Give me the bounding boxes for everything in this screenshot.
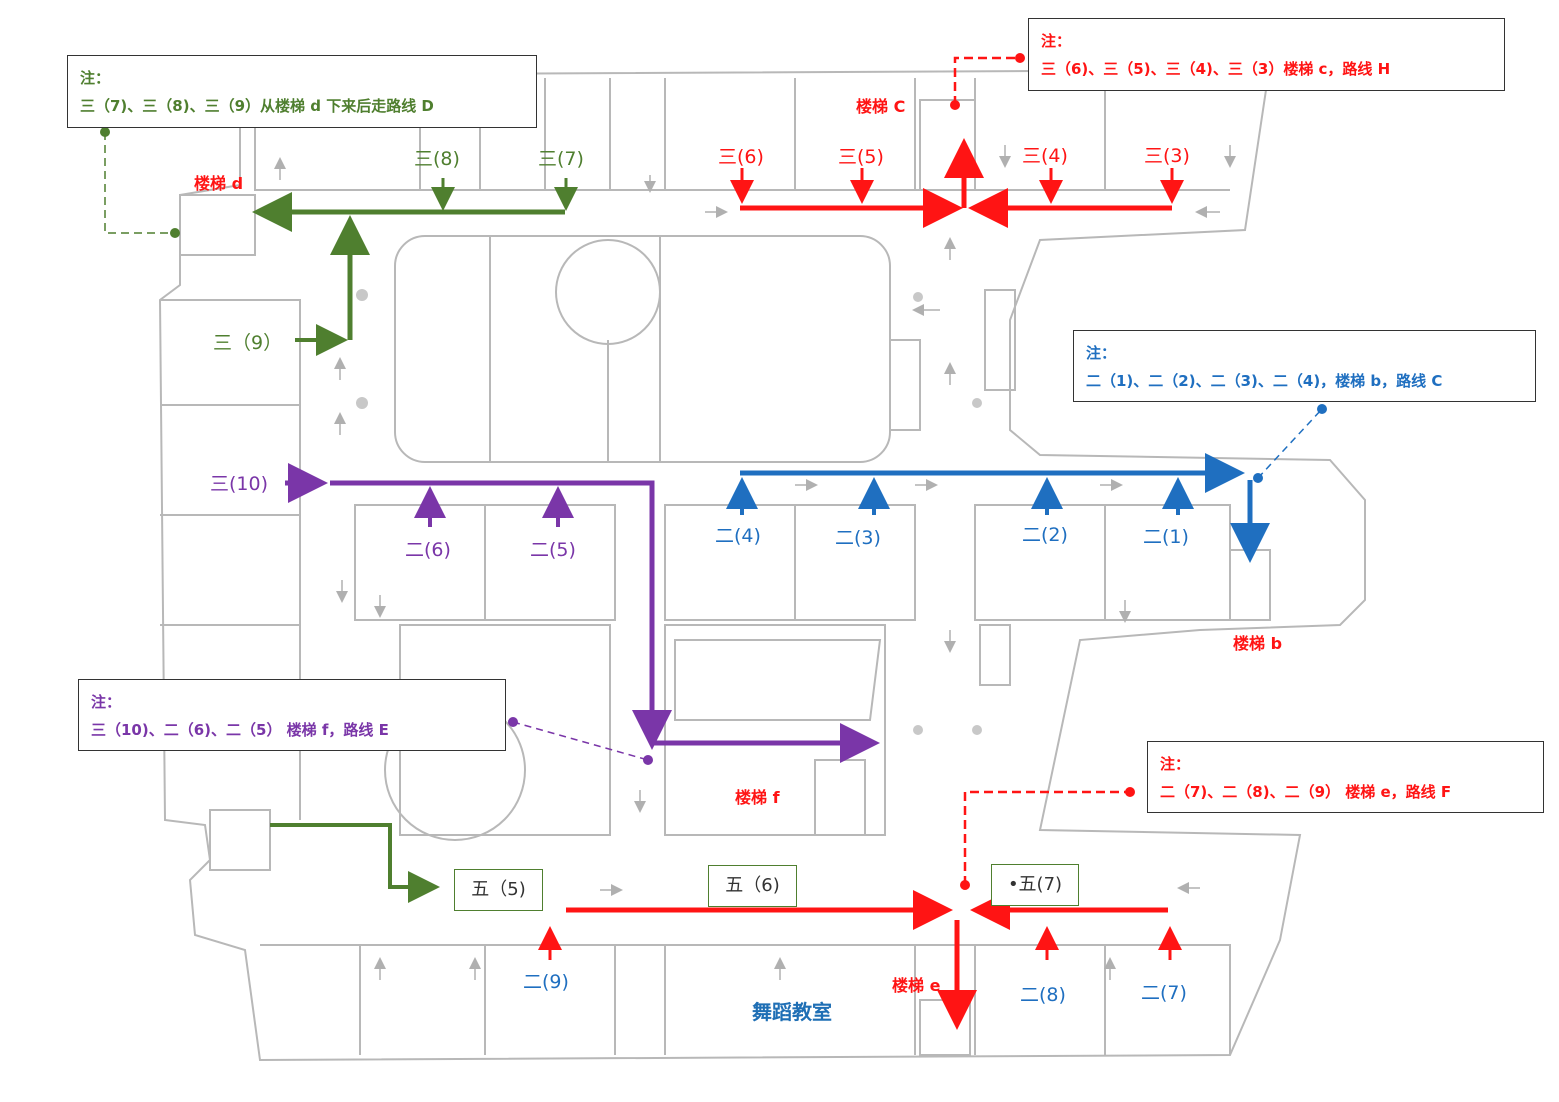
class-5-7-label: •五(7) bbox=[991, 864, 1079, 906]
class-3-8-label: 三(8) bbox=[414, 148, 460, 170]
class-2-8-label: 二(8) bbox=[1020, 984, 1066, 1006]
route-e bbox=[285, 463, 880, 763]
class-3-10-label: 三(10) bbox=[210, 473, 269, 495]
dance-room-label: 舞蹈教室 bbox=[752, 1000, 832, 1024]
note-route-f-body: 二（7)、二（8)、二（9） 楼梯 e，路线 F bbox=[1160, 783, 1452, 801]
stair-c-label: 楼梯 C bbox=[856, 97, 906, 116]
stair-b-label: 楼梯 b bbox=[1233, 634, 1283, 653]
class-2-4-label: 二(4) bbox=[715, 525, 761, 547]
note-route-h-body: 三（6)、三（5)、三（4)、三（3）楼梯 c，路线 H bbox=[1041, 60, 1391, 78]
note-route-h: 注： 三（6)、三（5)、三（4)、三（3）楼梯 c，路线 H bbox=[1028, 18, 1505, 91]
note-route-f-head: 注： bbox=[1160, 755, 1191, 773]
note-route-e-head: 注： bbox=[91, 693, 122, 711]
class-2-6-label: 二(6) bbox=[405, 539, 451, 561]
note-route-d-body: 三（7)、三（8)、三（9）从楼梯 d 下来后走路线 D bbox=[80, 97, 434, 115]
note-route-e-body: 三（10)、二（6)、二（5） 楼梯 f，路线 E bbox=[91, 721, 389, 739]
class-2-5-label: 二(5) bbox=[530, 539, 576, 561]
class-3-7-label: 三(7) bbox=[538, 148, 584, 170]
note-route-h-head: 注： bbox=[1041, 32, 1072, 50]
note-route-d: 注： 三（7)、三（8)、三（9）从楼梯 d 下来后走路线 D bbox=[67, 55, 537, 128]
note-route-d-head: 注： bbox=[80, 69, 111, 87]
class-2-3-label: 二(3) bbox=[835, 527, 881, 549]
stair-f-label: 楼梯 f bbox=[735, 788, 780, 807]
class-2-1-label: 二(1) bbox=[1143, 526, 1189, 548]
class-3-3-label: 三(3) bbox=[1144, 145, 1190, 167]
route-d bbox=[104, 132, 578, 903]
stair-d-label: 楼梯 d bbox=[194, 174, 244, 193]
note-route-e: 注： 三（10)、二（6)、二（5） 楼梯 f，路线 E bbox=[78, 679, 506, 751]
note-route-c-body: 二（1)、二（2)、二（3)、二（4)，楼梯 b，路线 C bbox=[1086, 372, 1443, 390]
note-route-c: 注： 二（1)、二（2)、二（3)、二（4)，楼梯 b，路线 C bbox=[1073, 330, 1536, 402]
note-route-c-head: 注： bbox=[1086, 344, 1117, 362]
class-2-7-label: 二(7) bbox=[1141, 982, 1187, 1004]
route-f bbox=[538, 790, 1182, 1030]
class-3-5-label: 三(5) bbox=[838, 146, 884, 168]
route-h bbox=[730, 56, 1184, 228]
class-2-2-label: 二(2) bbox=[1022, 524, 1068, 546]
building-walls bbox=[158, 27, 1366, 1062]
route-c bbox=[726, 408, 1323, 563]
pillars bbox=[356, 289, 982, 735]
stair-e-label: 楼梯 e bbox=[892, 976, 941, 995]
class-5-5-label: 五（5) bbox=[454, 869, 543, 911]
class-3-4-label: 三(4) bbox=[1022, 145, 1068, 167]
class-2-9-label: 二(9) bbox=[523, 971, 569, 993]
class-5-6-label: 五（6) bbox=[708, 865, 797, 907]
note-route-f: 注： 二（7)、二（8)、二（9） 楼梯 e，路线 F bbox=[1147, 741, 1544, 813]
flow-arrows bbox=[274, 145, 1236, 980]
class-3-6-label: 三(6) bbox=[718, 146, 764, 168]
class-3-9-label: 三（9） bbox=[213, 332, 283, 354]
